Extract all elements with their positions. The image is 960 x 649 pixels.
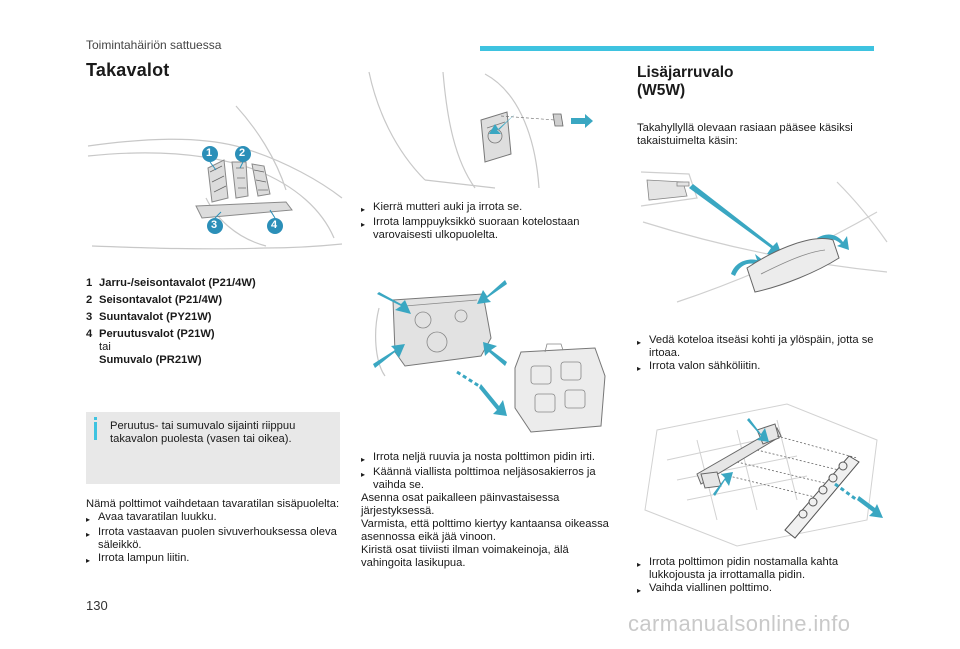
section-header: Toimintahäiriön sattuessa bbox=[86, 38, 222, 52]
middle-step-4: ▸Käännä viallista polttimoa neljäsosakie… bbox=[361, 466, 596, 491]
badge-4 bbox=[267, 218, 283, 234]
legend-item-3: 3 Suuntavalot (PY21W) bbox=[86, 311, 212, 323]
info-icon-bar bbox=[94, 422, 97, 440]
arrow-shape bbox=[689, 184, 783, 258]
middle-note-3: Kiristä osat tiiviisti ilman voimakeinoj… bbox=[361, 544, 569, 569]
arrow-shape bbox=[483, 342, 507, 366]
right-step-1: ▸Vedä koteloa itseäsi kohti ja ylöspäin,… bbox=[637, 334, 874, 359]
watermark: carmanualsonline.info bbox=[628, 611, 851, 636]
middle-note-2: Varmista, että polttimo kiertyy kantaans… bbox=[361, 518, 609, 543]
right-step-4: ▸Vaihda viallinen polttimo. bbox=[637, 582, 772, 595]
left-step-1: ▸Avaa tavaratilan luukku. bbox=[86, 511, 217, 524]
bulb-legend: 1 Jarru-/seisontavalot (P21/4W) 2 Seison… bbox=[86, 277, 344, 371]
arrow-shape bbox=[373, 344, 405, 368]
rear-light-figure: 1 2 3 4 bbox=[86, 98, 344, 274]
page-number: 130 bbox=[86, 598, 108, 613]
left-intro: Nämä polttimot vaihdetaan tavaratilan si… bbox=[86, 498, 340, 510]
triangle-bullet-icon: ▸ bbox=[86, 556, 91, 565]
middle-step-3: ▸Irrota neljä ruuvia ja nosta polttimon … bbox=[361, 451, 595, 464]
nut-removal-figure bbox=[365, 70, 613, 194]
triangle-bullet-icon: ▸ bbox=[637, 560, 642, 569]
right-step-3: ▸Irrota polttimon pidin nostamalla kahta… bbox=[637, 556, 839, 581]
right-intro: Takahyllyllä olevaan rasiaan pääsee käsi… bbox=[637, 122, 853, 147]
info-icon bbox=[94, 417, 97, 420]
badge-4-label: 4 bbox=[271, 219, 278, 231]
left-step-2: ▸Irrota vastaavan puolen sivuverhouksess… bbox=[86, 526, 337, 551]
section-title-lisajarruvalo: Lisäjarruvalo (W5W) bbox=[637, 64, 734, 99]
triangle-bullet-icon: ▸ bbox=[86, 530, 91, 539]
left-instructions: Nämä polttimot vaihdetaan tavaratilan si… bbox=[86, 498, 340, 567]
arrow-shape bbox=[377, 292, 411, 314]
middle-note-1: Asenna osat paikalleen päinvastaisessa j… bbox=[361, 492, 560, 517]
middle-steps-b: ▸Irrota neljä ruuvia ja nosta polttimon … bbox=[361, 451, 613, 570]
arrow-shape bbox=[489, 112, 517, 134]
triangle-bullet-icon: ▸ bbox=[361, 455, 366, 464]
bulb-holder-strip-figure bbox=[637, 400, 891, 548]
right-steps-a: ▸Vedä koteloa itseäsi kohti ja ylöspäin,… bbox=[637, 334, 889, 375]
header-accent-bar bbox=[480, 46, 874, 51]
middle-steps-a: ▸Kierrä mutteri auki ja irrota se. ▸Irro… bbox=[361, 201, 613, 242]
arrow-shape bbox=[713, 472, 733, 496]
triangle-bullet-icon: ▸ bbox=[86, 515, 91, 524]
legend-item-4: 4 Peruutusvalot (P21W) tai Sumuvalo (PR2… bbox=[86, 328, 215, 366]
triangle-bullet-icon: ▸ bbox=[361, 470, 366, 479]
triangle-bullet-icon: ▸ bbox=[361, 205, 366, 214]
legend-item-1: 1 Jarru-/seisontavalot (P21/4W) bbox=[86, 277, 256, 289]
brake-light-figure bbox=[637, 162, 891, 312]
right-steps-b: ▸Irrota polttimon pidin nostamalla kahta… bbox=[637, 556, 889, 597]
right-step-2: ▸Irrota valon sähköliitin. bbox=[637, 360, 761, 373]
triangle-bullet-icon: ▸ bbox=[361, 220, 366, 229]
badge-1-label: 1 bbox=[206, 147, 213, 159]
badge-1 bbox=[202, 146, 218, 162]
arrow-shape-right bbox=[571, 114, 593, 128]
middle-step-1: ▸Kierrä mutteri auki ja irrota se. bbox=[361, 201, 523, 214]
triangle-bullet-icon: ▸ bbox=[637, 338, 642, 347]
legend-item-2: 2 Seisontavalot (P21/4W) bbox=[86, 294, 223, 306]
page-title-takavalot: Takavalot bbox=[86, 60, 170, 80]
triangle-bullet-icon: ▸ bbox=[637, 364, 642, 373]
left-step-3: ▸Irrota lampun liitin. bbox=[86, 552, 190, 565]
badge-3 bbox=[207, 218, 223, 234]
middle-step-2: ▸Irrota lamppuyksikkö suoraan kotelostaa… bbox=[361, 216, 580, 241]
arrow-shape-dashed bbox=[479, 384, 507, 416]
triangle-bullet-icon: ▸ bbox=[637, 586, 642, 595]
badge-2-label: 2 bbox=[239, 147, 246, 159]
arrow-shape-dashed bbox=[857, 496, 883, 518]
info-note-text: Peruutus- tai sumuvalo sijainti riippuu … bbox=[110, 420, 296, 445]
badge-3-label: 3 bbox=[211, 219, 218, 231]
arrow-shape bbox=[747, 418, 769, 442]
badge-2 bbox=[235, 146, 251, 162]
arrow-shape bbox=[477, 280, 507, 304]
bulb-holder-figure bbox=[365, 272, 615, 440]
info-note: Peruutus- tai sumuvalo sijainti riippuu … bbox=[86, 412, 340, 484]
